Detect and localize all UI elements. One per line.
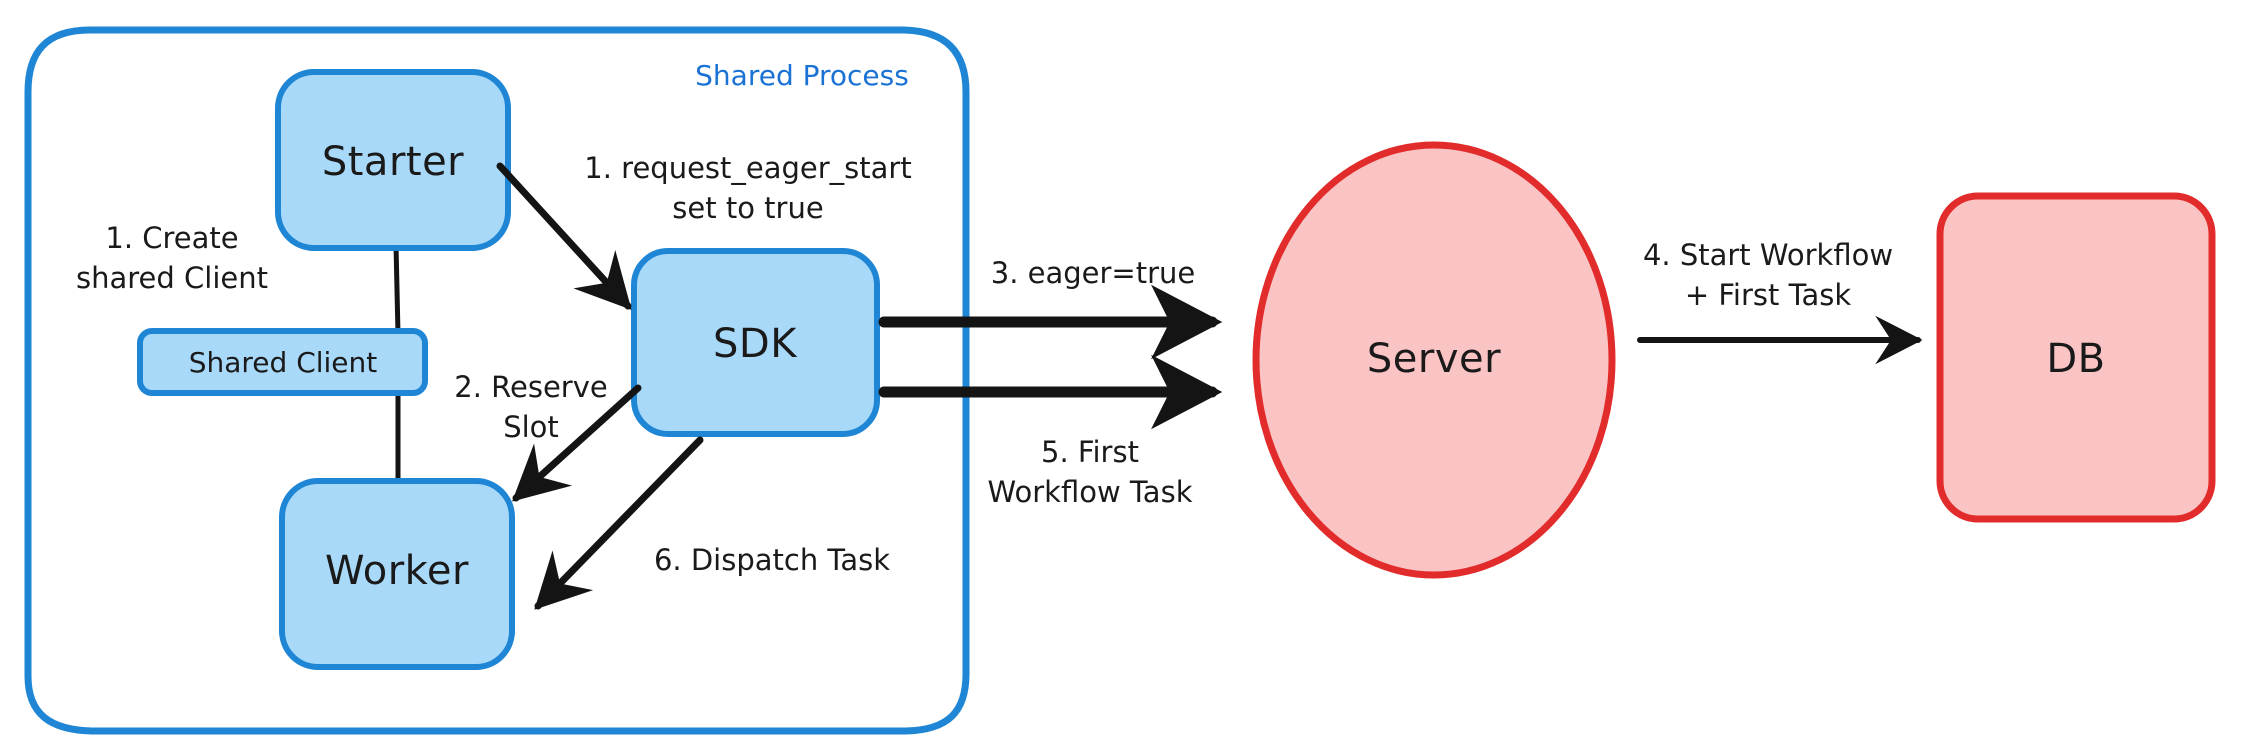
edge-create-shared-client: 1. Create shared Client xyxy=(76,221,401,487)
dispatch-task-arrow xyxy=(534,436,704,610)
start-workflow-label-line2: + First Task xyxy=(1685,278,1852,312)
shared-client-box xyxy=(137,328,428,396)
node-worker[interactable]: Worker xyxy=(279,478,515,670)
node-sdk[interactable]: SDK xyxy=(631,248,880,437)
node-server[interactable]: Server xyxy=(1252,141,1616,579)
reserve-slot-label-line2: Slot xyxy=(503,410,559,444)
sdk-label: SDK xyxy=(713,321,798,367)
request-eager-start-label-line1: 1. request_eager_start xyxy=(584,151,911,185)
node-shared-client[interactable]: Shared Client xyxy=(137,328,428,396)
request-eager-start-label-line2: set to true xyxy=(672,191,823,225)
edge-request-eager-start: 1. request_eager_start set to true xyxy=(496,151,912,310)
shared-process-label: Shared Process xyxy=(695,59,909,92)
create-shared-client-line-top xyxy=(393,242,401,337)
node-starter[interactable]: Starter xyxy=(275,69,511,251)
db-box xyxy=(1936,192,2216,523)
node-db[interactable]: DB xyxy=(1936,192,2216,523)
worker-box xyxy=(279,478,515,670)
shared-process-border xyxy=(24,26,970,735)
edge-first-workflow-task: 5. First Workflow Task xyxy=(878,354,1223,509)
db-label: DB xyxy=(2046,336,2105,382)
server-ellipse xyxy=(1252,141,1616,579)
shared-client-label: Shared Client xyxy=(189,346,378,379)
create-shared-client-label-line1: 1. Create xyxy=(105,221,238,255)
edge-reserve-slot: 2. Reserve Slot xyxy=(454,370,642,502)
start-workflow-label-line1: 4. Start Workflow xyxy=(1643,238,1893,272)
starter-label: Starter xyxy=(322,139,464,185)
starter-box xyxy=(275,69,511,251)
sdk-box xyxy=(631,248,880,437)
reserve-slot-arrow xyxy=(512,384,642,502)
eager-true-label: 3. eager=true xyxy=(991,256,1196,290)
edge-dispatch-task: 6. Dispatch Task xyxy=(534,436,890,610)
first-workflow-task-label-line2: Workflow Task xyxy=(988,475,1193,509)
edge-eager-true: 3. eager=true xyxy=(878,256,1223,360)
worker-label: Worker xyxy=(325,548,469,594)
edge-start-workflow: 4. Start Workflow + First Task xyxy=(1637,238,1923,365)
first-workflow-task-label-line1: 5. First xyxy=(1041,435,1139,469)
reserve-slot-label-line1: 2. Reserve xyxy=(454,370,607,404)
create-shared-client-label-line2: shared Client xyxy=(76,261,268,295)
server-label: Server xyxy=(1367,336,1501,382)
request-eager-start-arrow xyxy=(496,162,632,310)
dispatch-task-label-line1: 6. Dispatch Task xyxy=(654,543,890,577)
shared-process-group: Shared Process xyxy=(24,26,970,735)
